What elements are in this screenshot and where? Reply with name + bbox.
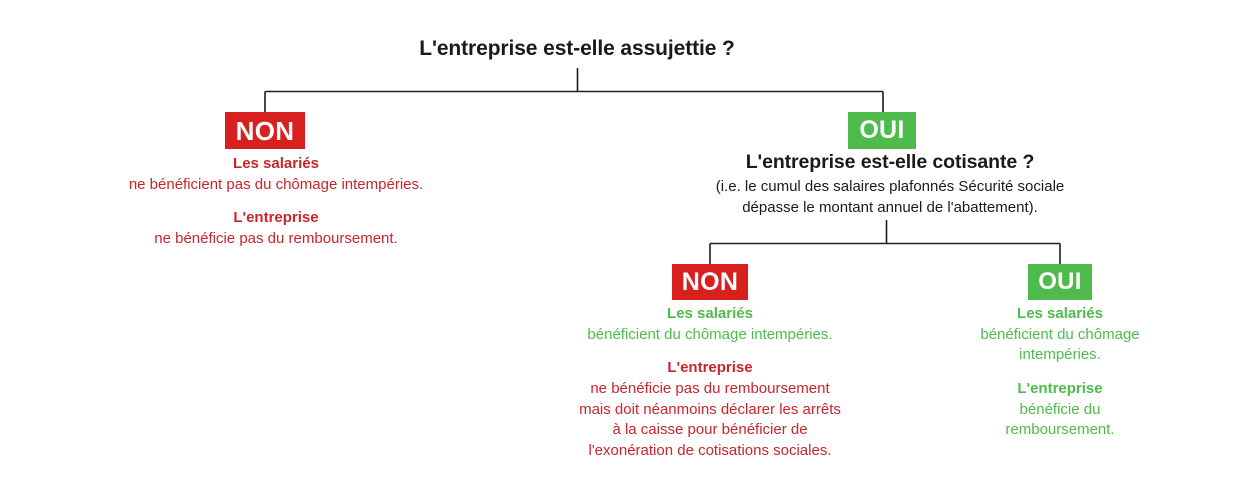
outcome-group-company: L'entreprise bénéficie du remboursement. <box>950 379 1170 441</box>
outcome-employees-body-line-1: bénéficient du chômage <box>980 325 1140 343</box>
outcome-company-body-line-2: mais doit néanmoins déclarer les arrêts <box>579 400 841 418</box>
second-question-note-line-2: dépasse le montant annuel de l'abattemen… <box>742 199 1038 217</box>
outcome-company-lead: L'entreprise <box>1017 380 1103 398</box>
outcome-employees-lead: Les salariés <box>667 305 753 322</box>
outcome-employees-body: ne bénéficient pas du chômage intempérie… <box>128 175 424 193</box>
outcome-company-body-line-1: ne bénéficie pas du remboursement <box>590 380 830 398</box>
outcome-group-company: L'entreprise ne bénéficie pas du rembour… <box>518 358 902 461</box>
second-question-note-line-1: (i.e. le cumul des salaires plafonnés Sé… <box>715 178 1065 195</box>
badge-oui-cotisante: OUI <box>1028 264 1092 300</box>
outcome-company-lead: L'entreprise <box>233 209 319 227</box>
outcome-group-employees: Les salariés ne bénéficient pas du chôma… <box>70 154 482 195</box>
second-question-note: (i.e. le cumul des salaires plafonnés Sé… <box>660 176 1120 219</box>
outcome-employees-body-line-2: intempéries. <box>1019 346 1101 364</box>
outcome-group-company: L'entreprise ne bénéficie pas du rembour… <box>70 208 482 249</box>
outcome-employees-lead: Les salariés <box>1017 305 1103 322</box>
outcome-group-employees: Les salariés bénéficient du chômage inte… <box>950 304 1170 366</box>
second-question-title: L'entreprise est-elle cotisante ? <box>745 151 1035 173</box>
outcome-oui-cotisante: Les salariés bénéficient du chômage inte… <box>950 304 1170 441</box>
outcome-employees-body: bénéficient du chômage intempéries. <box>587 325 833 343</box>
outcome-company-body-line-3: à la caisse pour bénéficier de <box>612 421 808 439</box>
outcome-company-lead: L'entreprise <box>667 359 753 377</box>
outcome-group-employees: Les salariés bénéficient du chômage inte… <box>518 304 902 345</box>
outcome-non-assujettie: Les salariés ne bénéficient pas du chôma… <box>70 154 482 250</box>
outcome-non-cotisante: Les salariés bénéficient du chômage inte… <box>518 304 902 462</box>
outcome-employees-lead: Les salariés <box>233 155 319 172</box>
badge-non-cotisante: NON <box>672 264 748 300</box>
badge-non-assujettie: NON <box>225 112 305 149</box>
outcome-company-body-line-4: l'exonération de cotisations sociales. <box>588 442 832 460</box>
outcome-company-body-line-2: remboursement. <box>1005 421 1115 439</box>
outcome-company-body: ne bénéficie pas du remboursement. <box>154 230 398 248</box>
root-question-title: L'entreprise est-elle assujettie ? <box>419 37 735 60</box>
badge-oui-assujettie: OUI <box>848 112 916 149</box>
outcome-company-body-line-1: bénéficie du <box>1019 400 1101 418</box>
